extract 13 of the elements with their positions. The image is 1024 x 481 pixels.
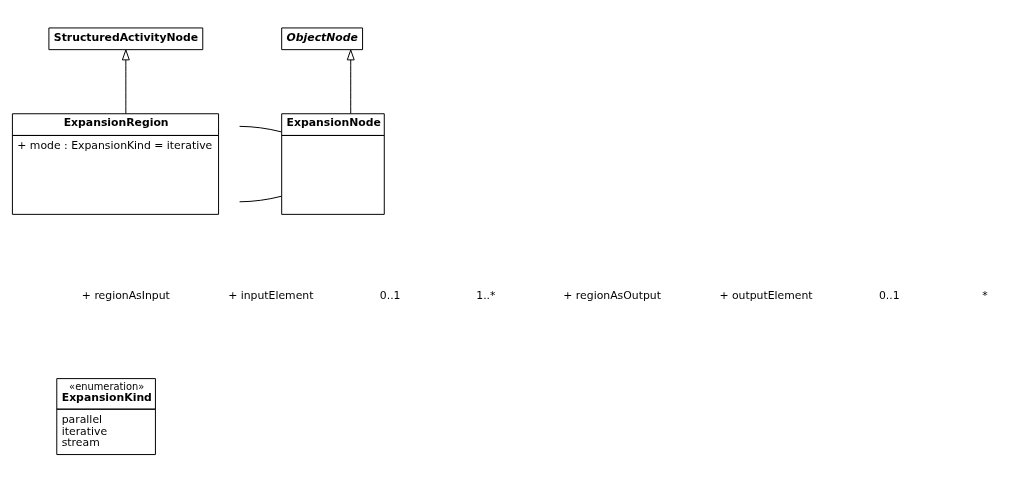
connector: [239, 195, 282, 202]
connector: [239, 125, 282, 132]
label: + outputElement: [719, 288, 813, 302]
label: + regionAsOutput: [563, 288, 661, 302]
label: + regionAsInput: [81, 288, 170, 302]
arrow: [346, 49, 355, 114]
node-box: ObjectNode: [281, 26, 364, 50]
label: + inputElement: [228, 288, 314, 302]
label: 1..*: [476, 288, 496, 302]
label: 0..1: [878, 288, 900, 302]
arrow: [121, 49, 130, 114]
label: *: [982, 288, 988, 302]
label: 0..1: [379, 288, 401, 302]
